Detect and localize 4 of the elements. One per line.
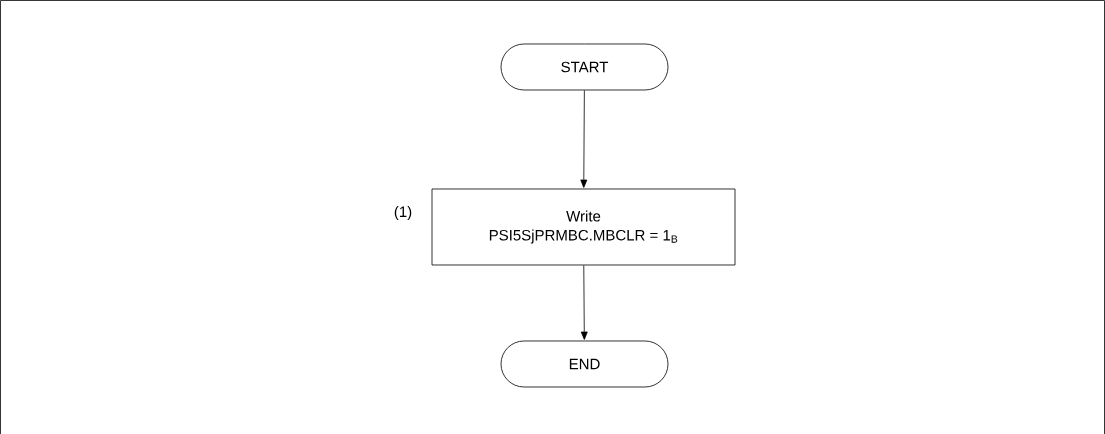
step-number: (1)	[394, 206, 412, 220]
arrow	[580, 90, 588, 188]
process-box: Write PSI5SjPRMBC.MBCLR = 1$_{B}$	[431, 188, 736, 266]
arrow	[580, 265, 588, 340]
